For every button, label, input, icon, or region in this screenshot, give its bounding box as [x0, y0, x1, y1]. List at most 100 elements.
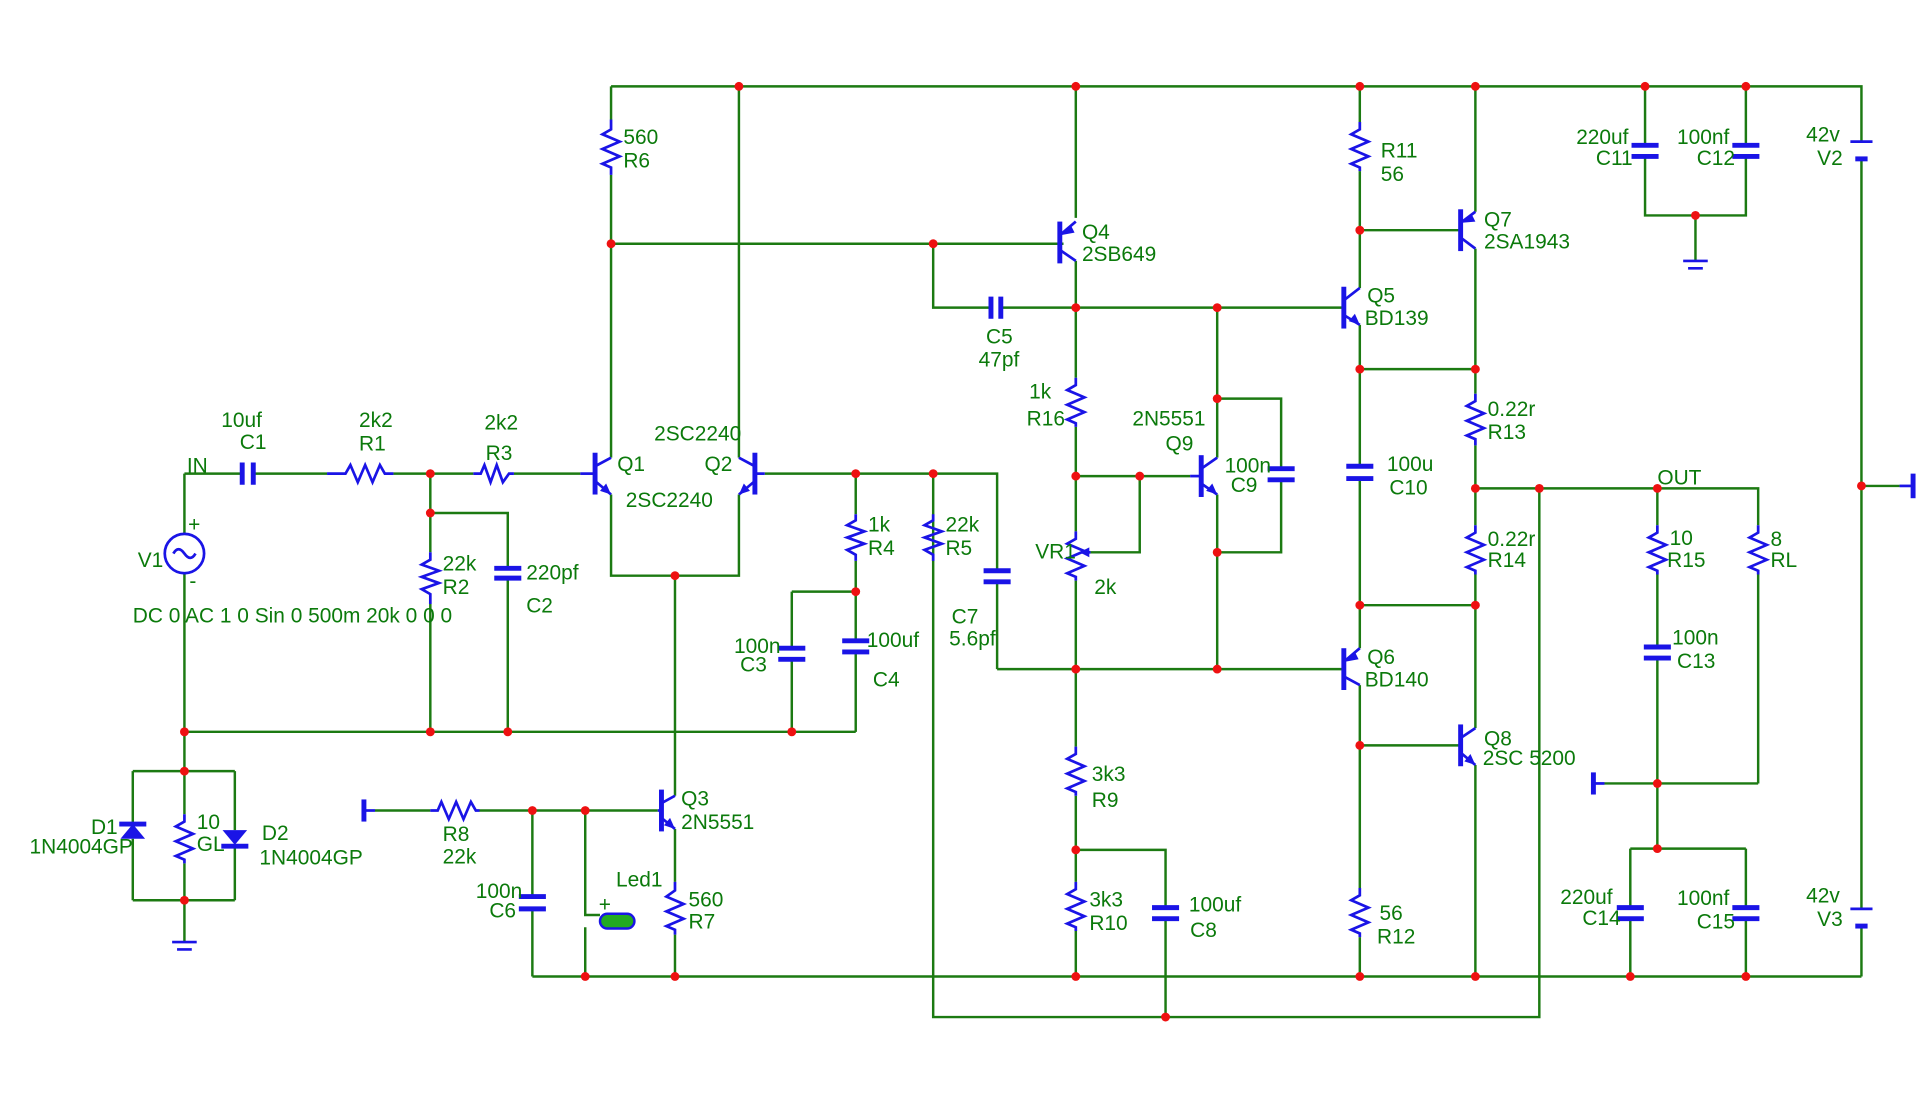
resistors: [172, 119, 1771, 938]
resistor-gl: [172, 814, 197, 864]
label-c9-name: C9: [1231, 474, 1258, 497]
label-r13-name: R13: [1488, 421, 1526, 444]
label-r2-value: 22k: [443, 553, 477, 576]
label-c10-value: 100u: [1387, 453, 1433, 476]
label-q6-name: Q6: [1367, 646, 1395, 669]
label-q6-value: BD140: [1365, 668, 1429, 691]
label-led1-plus: +: [599, 893, 611, 916]
capacitor-c13: [1643, 644, 1671, 661]
label-v3-name: V3: [1817, 908, 1843, 931]
label-c10-name: C10: [1389, 477, 1427, 500]
label-q9-value: 2N5551: [1132, 408, 1205, 431]
resistor-r2: [417, 552, 443, 604]
capacitor-c12: [1732, 142, 1760, 159]
resistor-r15: [1645, 525, 1670, 575]
label-q7-value: 2SA1943: [1484, 231, 1570, 254]
label-r10-value: 3k3: [1089, 888, 1123, 911]
capacitor-c14: [1616, 905, 1644, 922]
terminal-v-supply: [1899, 473, 1916, 499]
capacitor-c2: [494, 565, 522, 581]
label-r13-value: 0.22r: [1488, 398, 1536, 421]
label-c9-value: 100n: [1225, 454, 1271, 477]
resistor-r4: [843, 514, 869, 561]
capacitor-c11: [1631, 142, 1659, 159]
transistor-q6: [1341, 647, 1361, 691]
label-c8-value: 100uf: [1189, 893, 1241, 916]
label-r16-value: 1k: [1029, 381, 1052, 404]
label-v1-spec: DC 0 AC 1 0 Sin 0 500m 20k 0 0 0: [133, 604, 452, 627]
label-d1-value: 1N4004GP: [30, 836, 133, 859]
label-gl-value: 10: [197, 811, 220, 834]
label-v2-value: 42v: [1806, 124, 1840, 147]
label-r11-name: R11: [1381, 140, 1418, 163]
label-r8-value: 22k: [443, 845, 477, 868]
label-r1-name: R1: [359, 432, 386, 455]
label-in: IN: [187, 454, 208, 477]
label-vr1-value: 2k: [1094, 576, 1117, 599]
junction-dots: [179, 81, 1866, 1022]
resistor-r5: [920, 514, 946, 561]
resistor-r6: [599, 119, 624, 175]
terminal-input-bias: [361, 799, 375, 822]
capacitor-c10: [1346, 463, 1374, 482]
diode-d2: [221, 830, 249, 849]
label-r1-value: 2k2: [359, 409, 393, 432]
potentiometer-vr1: [1063, 531, 1091, 581]
capacitor-c3: [778, 645, 806, 662]
transistor-q9: [1190, 455, 1218, 497]
capacitors: [239, 142, 1760, 922]
label-c13-value: 100n: [1672, 627, 1718, 650]
diode-d1: [119, 821, 147, 839]
terminal-output-ground: [1590, 772, 1605, 795]
label-r4-value: 1k: [868, 513, 891, 536]
label-v1-minus: -: [189, 570, 196, 593]
capacitor-c15: [1732, 905, 1760, 922]
resistor-r11: [1347, 121, 1372, 172]
transistors: [580, 209, 1477, 832]
ground-symbol-left: [172, 940, 197, 951]
label-v1-plus: +: [188, 513, 200, 536]
label-d2-name: D2: [262, 822, 289, 845]
label-r7-value: 560: [689, 888, 724, 911]
capacitor-c5: [988, 296, 1004, 319]
label-c3-name: C3: [740, 654, 767, 677]
label-q8-name: Q8: [1484, 727, 1512, 750]
label-r12-name: R12: [1377, 925, 1415, 948]
label-r9-value: 3k3: [1092, 763, 1126, 786]
label-c1-name: C1: [240, 431, 267, 454]
label-c14-value: 220uf: [1560, 886, 1612, 909]
label-q3-value: 2N5551: [681, 811, 754, 834]
label-v3-value: 42v: [1806, 885, 1840, 908]
label-q3-name: Q3: [681, 788, 709, 811]
resistor-r1: [327, 461, 394, 486]
transistor-q1: [580, 452, 612, 496]
resistor-r9: [1063, 746, 1088, 796]
label-c11-value: 220uf: [1576, 126, 1628, 149]
label-q1-name: Q1: [617, 453, 645, 476]
label-r12-value: 56: [1379, 902, 1402, 925]
label-r14-name: R14: [1488, 549, 1526, 572]
label-q2-name: Q2: [704, 453, 732, 476]
resistor-r3: [473, 460, 514, 487]
resistor-r10: [1063, 881, 1088, 931]
label-r3-name: R3: [486, 442, 513, 465]
label-q2-value: 2SC2240: [654, 422, 741, 445]
capacitor-c8: [1152, 905, 1180, 922]
label-r14-value: 0.22r: [1488, 528, 1536, 551]
label-c5-name: C5: [986, 325, 1013, 348]
label-r8-name: R8: [443, 823, 470, 846]
label-c6-name: C6: [489, 899, 516, 922]
label-gl-name: GL: [197, 833, 225, 856]
label-out: OUT: [1657, 467, 1701, 490]
label-r5-value: 22k: [945, 513, 979, 536]
label-rl-name: RL: [1770, 549, 1797, 572]
label-v2-name: V2: [1817, 147, 1843, 170]
label-c2-value: 220pf: [526, 561, 578, 584]
label-q5-name: Q5: [1367, 285, 1395, 308]
capacitor-c1: [239, 462, 256, 485]
transistor-q2: [738, 452, 765, 496]
label-v1-name: V1: [138, 549, 164, 572]
label-r11-value: 56: [1381, 163, 1404, 186]
label-c1-value: 10uf: [221, 409, 262, 432]
label-c6-value: 100n: [476, 880, 522, 903]
